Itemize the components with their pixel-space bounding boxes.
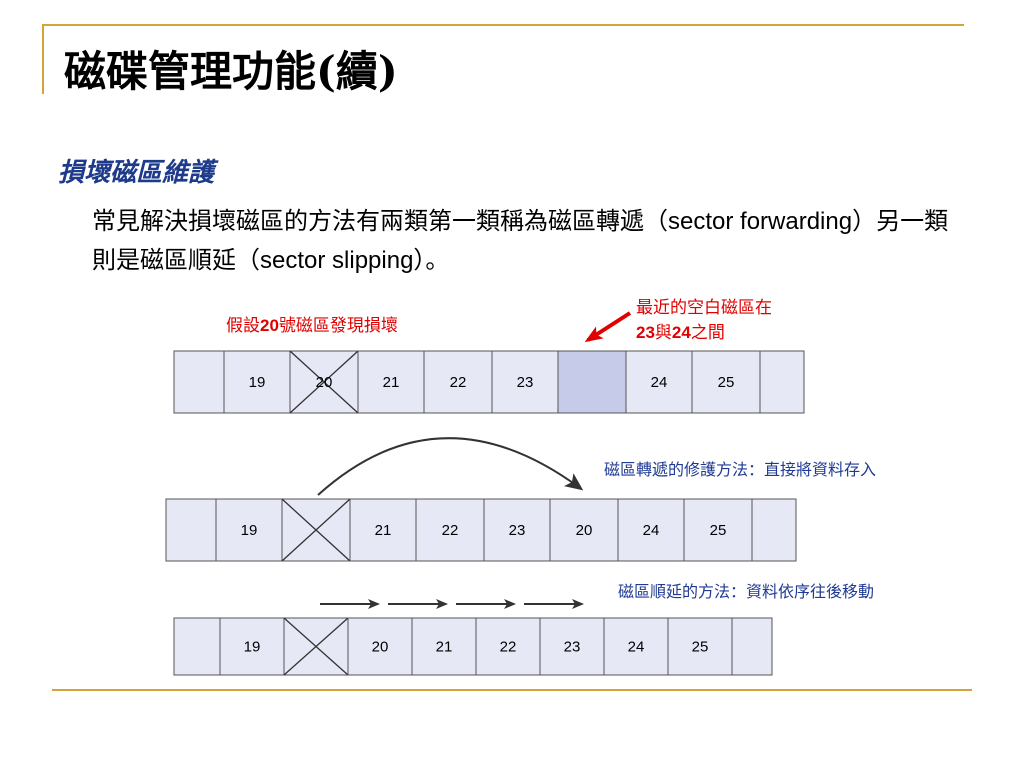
- sector-cell: [349, 498, 417, 562]
- sector-cell: [223, 350, 291, 414]
- paragraph-prefix: 常見解決損壞磁區的方法有兩類第一類稱為磁區轉遞（: [92, 207, 668, 235]
- sector-cell: [759, 350, 805, 414]
- sector-cell: [625, 350, 693, 414]
- left-rule: [42, 24, 44, 94]
- slide-subtitle: 損壞磁區維護: [58, 158, 215, 188]
- sector-cell: [347, 617, 413, 676]
- sector-number: 20: [576, 522, 593, 539]
- paragraph-mid: ）另一類則是磁區順延（: [92, 207, 949, 274]
- note-bad-number: 20: [260, 316, 279, 335]
- term-sector-slipping: sector slipping: [260, 247, 414, 274]
- sector-cell: [683, 498, 753, 562]
- forwarding-curve-arrow: [317, 437, 584, 496]
- sector-cell: [165, 498, 217, 562]
- sector-cell: [215, 498, 283, 562]
- bottom-rule: [52, 689, 972, 691]
- sector-cell: [423, 350, 493, 414]
- sector-number: 22: [442, 522, 459, 539]
- sector-cell: [415, 498, 485, 562]
- sector-number: 21: [383, 374, 400, 391]
- sector-number: 25: [710, 522, 727, 539]
- sector-cell: [549, 498, 619, 562]
- sector-cell: [483, 498, 551, 562]
- note-spare-num2: 24: [672, 323, 691, 342]
- term-sector-forwarding: sector forwarding: [668, 208, 853, 235]
- sector-number: 24: [643, 522, 660, 539]
- sector-cell: [539, 617, 605, 676]
- paragraph-suffix: ）。: [413, 246, 450, 274]
- sector-cell: [691, 350, 761, 414]
- sector-cell: [475, 617, 541, 676]
- row-slipping: 19 20 21 22 23 24 25: [173, 617, 773, 676]
- body-paragraph: 常見解決損壞磁區的方法有兩類第一類稱為磁區轉遞（sector forwardin…: [92, 202, 952, 280]
- sector-number: 23: [517, 374, 534, 391]
- slipping-caption: 磁區順延的方法：資料依序往後移動: [618, 582, 874, 601]
- forwarding-caption: 磁區轉遞的修護方法：直接將資料存入: [604, 460, 876, 479]
- bad-sector-cross: [283, 617, 349, 676]
- note-spare-suffix: 之間: [691, 323, 725, 343]
- note-bad-suffix: 號磁區發現損壞: [279, 316, 398, 336]
- note-bad-prefix: 假設: [226, 316, 260, 336]
- slide-title: 磁碟管理功能(續): [64, 47, 398, 96]
- sector-number: 22: [450, 374, 467, 391]
- sector-number: 19: [244, 639, 261, 656]
- sector-number: 25: [718, 374, 735, 391]
- top-rule: [42, 24, 964, 26]
- sector-number: 19: [249, 374, 266, 391]
- sector-cell: [173, 350, 225, 414]
- sector-number: 21: [375, 522, 392, 539]
- sector-number: 23: [564, 639, 581, 656]
- bad-sector-cross: [289, 350, 359, 414]
- note-spare-mid: 與: [655, 323, 672, 343]
- sector-number: 21: [436, 639, 453, 656]
- sector-cell: [603, 617, 669, 676]
- sector-cell: [173, 617, 221, 676]
- row-original: 19 20 21 22 23 24 25: [173, 350, 805, 414]
- sector-cell: [219, 617, 285, 676]
- note-spare-line1: 最近的空白磁區在: [636, 298, 772, 318]
- sector-number: 23: [509, 522, 526, 539]
- note-bad-sector: 假設20號磁區發現損壞: [226, 316, 398, 336]
- bad-sector-cross: [281, 498, 351, 562]
- sector-cell: [731, 617, 773, 676]
- sector-cell: [357, 350, 425, 414]
- red-pointer-arrow: [584, 311, 632, 343]
- sector-number: 24: [651, 374, 668, 391]
- sector-number: 22: [500, 639, 517, 656]
- sector-cell: [751, 498, 797, 562]
- sector-number: 19: [241, 522, 258, 539]
- sector-cell: [491, 350, 559, 414]
- spare-sector-cell: [557, 350, 627, 414]
- sector-cell: [411, 617, 477, 676]
- sector-number: 20: [372, 639, 389, 656]
- sector-number: 24: [628, 639, 645, 656]
- note-spare-num1: 23: [636, 323, 655, 342]
- sector-number: 20: [316, 374, 333, 391]
- sector-cell: [617, 498, 685, 562]
- row-forwarding: 19 21 22 23 20 24 25: [165, 498, 797, 562]
- note-spare-line2: 23與24之間: [636, 323, 725, 343]
- sector-number: 25: [692, 639, 709, 656]
